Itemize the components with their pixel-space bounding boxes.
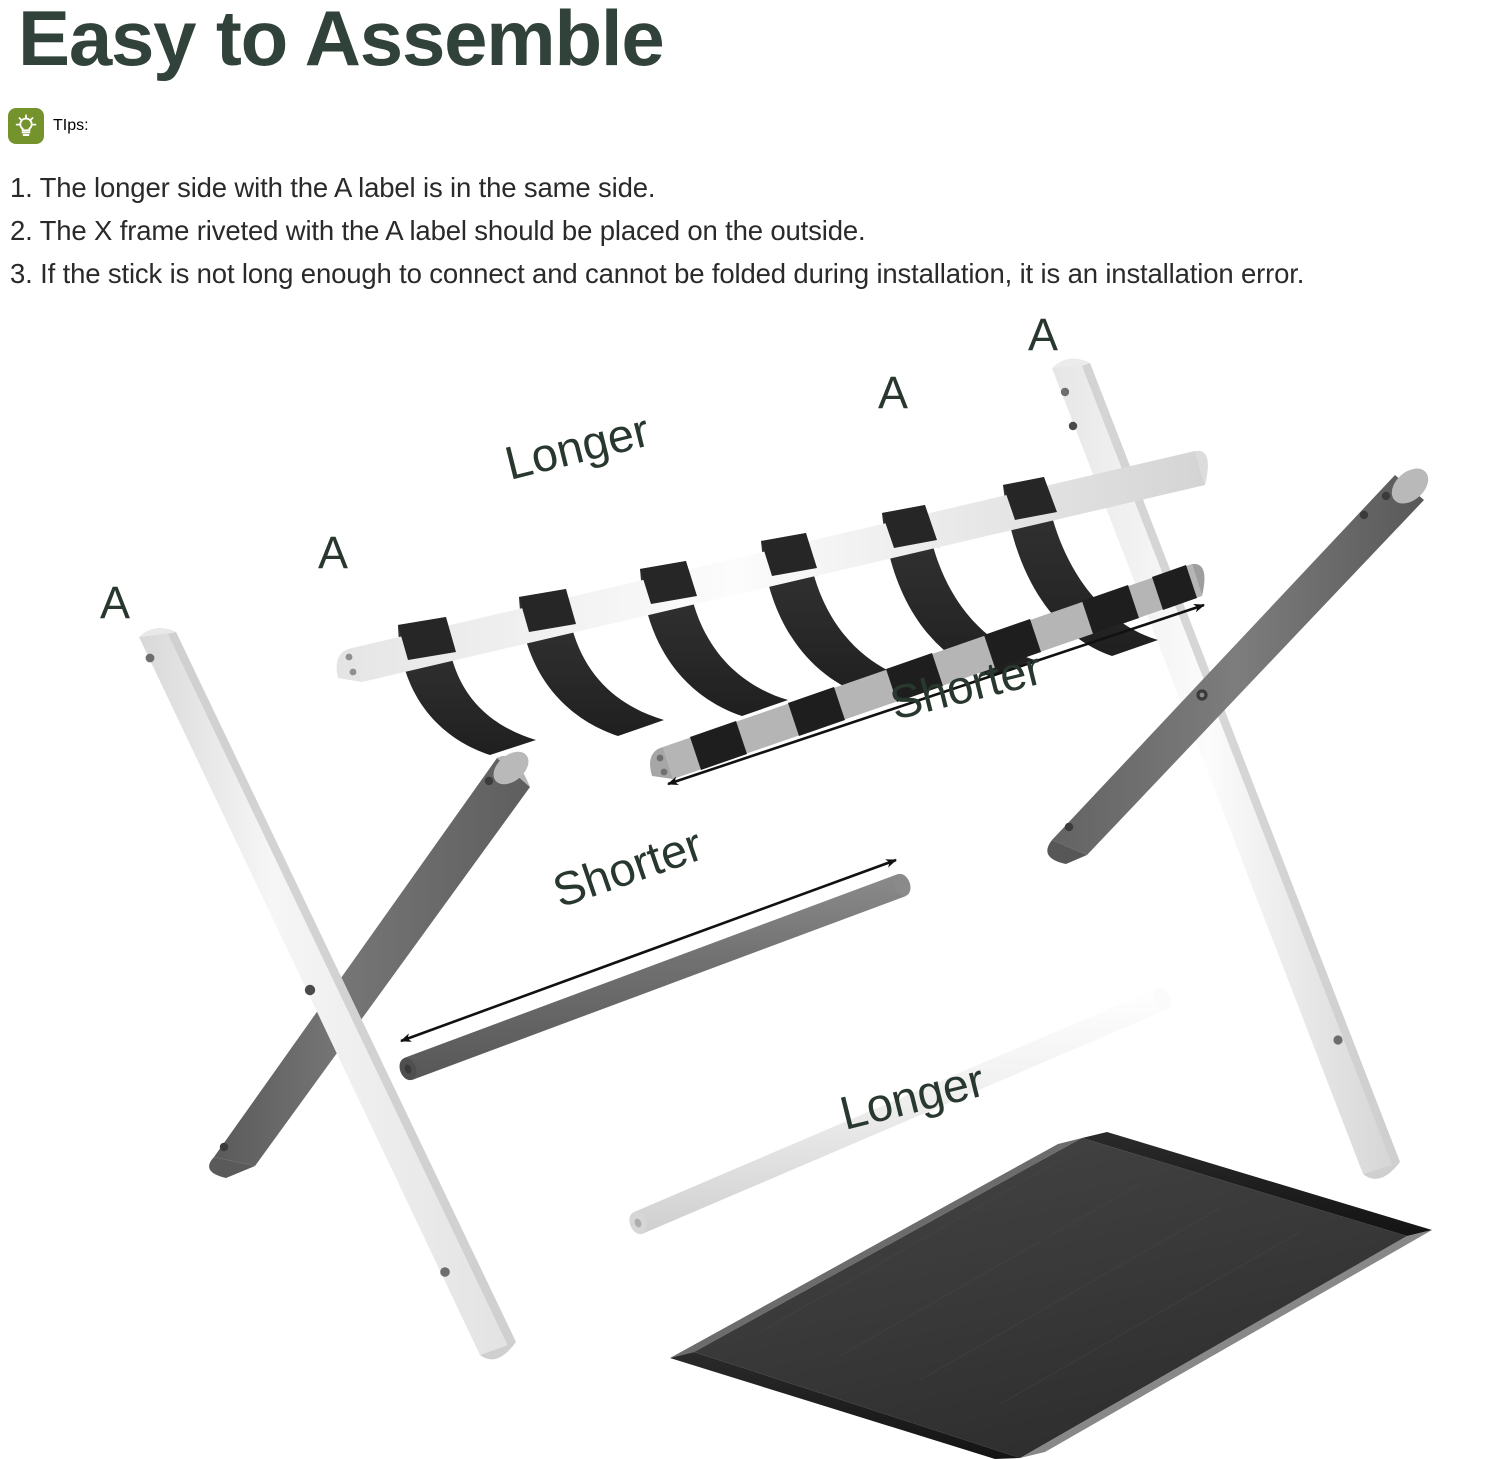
label-longer-rod: Longer — [835, 1053, 990, 1140]
exploded-assembly-illustration: Longer Shorter Shorter Longer A A A A — [0, 300, 1500, 1459]
tip-line-1: 1. The longer side with the A label is i… — [10, 172, 656, 203]
shorter-support-rod — [399, 873, 911, 1081]
shorter-rod-dimension-arrow — [400, 858, 897, 1043]
longer-support-rod — [629, 987, 1171, 1235]
a-label-top-bar: A — [318, 527, 348, 578]
tip-line-2: 2. The X frame riveted with the A label … — [10, 215, 866, 246]
strap-assembly — [336, 450, 1208, 779]
dimension-arrows — [400, 603, 1205, 1043]
longer-top-bar — [336, 450, 1208, 682]
label-longer-top-bar: Longer — [500, 403, 655, 490]
tips-heading: TIps: — [8, 108, 89, 144]
lightbulb-icon — [8, 108, 44, 144]
a-label-right-frame: A — [1028, 309, 1058, 360]
label-shorter-rod: Shorter — [546, 817, 709, 917]
a-label-top-bar-far: A — [878, 367, 908, 418]
shorter-bar-dimension-arrow — [667, 603, 1205, 786]
page-title: Easy to Assemble — [18, 0, 665, 82]
fabric-shelf-panel — [670, 1132, 1432, 1459]
left-frame-white-leg — [139, 628, 516, 1360]
tip-line-3: 3. If the stick is not long enough to co… — [10, 258, 1305, 289]
a-label-left-frame: A — [100, 577, 130, 628]
tips-label: TIps: — [53, 117, 89, 134]
